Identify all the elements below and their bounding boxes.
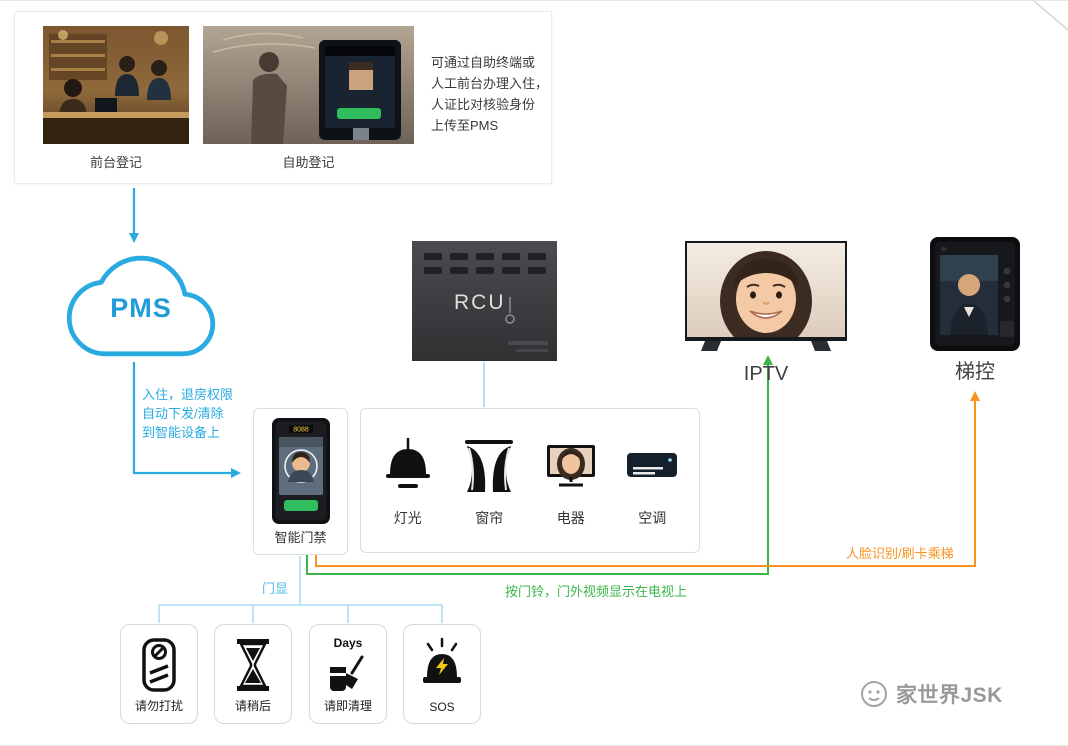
doorbell-note: 按门铃，门外视频显示在电视上 [505,584,688,599]
tv-frame [685,241,847,341]
pms-note-line: 自动下发/清除 [142,406,224,421]
hourglass-icon [237,639,269,691]
device-appliance: 电器 [535,434,607,528]
door-access-panel: 8088 智能门禁 [253,408,348,555]
pms-note: 入住，退房权限 自动下发/清除 到智能设备上 [142,385,233,442]
wait-label: 请稍后 [234,699,271,713]
air-conditioner-icon [626,434,678,498]
dnd-label: 请勿打扰 [134,699,183,713]
pms-note-line: 到智能设备上 [142,425,221,440]
registration-description-line: 人工前台办理入住， [431,76,549,91]
door-access-device-art: 8088 [272,418,330,524]
ac-label: 空调 [638,509,667,526]
iptv-label: IPTV [743,363,789,385]
appliance-tv-icon [545,434,597,498]
curtain-label: 窗帘 [475,509,504,526]
elevator-device-art [930,237,1020,351]
elevator-access-note: 人脸识别/刷卡乘梯 [846,546,954,561]
elevator-label: 梯控 [955,361,995,383]
rcu-label: RCU [454,291,506,314]
cloud-icon [66,255,216,357]
registration-description-line: 上传至PMS [431,118,499,133]
registration-description: 可通过自助终端或 人工前台办理入住， 人证比对核验身份 上传至PMS [431,52,553,136]
door-access-label: 智能门禁 [274,530,327,545]
card-do-not-disturb: 请勿打扰 [120,624,198,724]
kiosk-photo-art [203,26,414,144]
watermark: 家世界JSK [860,679,1003,709]
appliance-label: 电器 [556,509,585,526]
front-desk-photo-art [43,26,189,144]
siren-icon [423,637,461,683]
pms-cloud: PMS [60,251,222,361]
kiosk-label: 自助登记 [282,155,335,170]
pms-label: PMS [110,293,172,323]
cleaning-icon [330,655,364,691]
iptv-tv: IPTV [685,241,847,386]
device-curtain: 窗帘 [453,434,525,528]
kiosk-photo [203,26,414,144]
front-desk-photo [43,26,189,144]
registration-description-line: 人证比对核验身份 [431,97,536,112]
light-label: 灯光 [393,509,422,526]
elevator-control: 梯控 [930,237,1020,384]
light-icon [382,434,434,498]
pms-note-line: 入住，退房权限 [142,387,234,402]
registration-panel: 前台登记 自助登记 可通过自助终端或 人工前台办理入住， 人证比对核验身份 上传… [14,11,552,184]
rcu-device-art: RCU [412,241,557,361]
door-display-label: 门显 [262,581,289,596]
door-hanger-icon [142,638,176,692]
room-devices-panel: 灯光 窗帘 [360,408,700,553]
tv-screen-art [687,243,845,337]
card-wait: 请稍后 [214,624,292,724]
door-device-led-text: 8088 [293,427,309,434]
watermark-logo-icon [861,681,887,707]
device-ac: 空调 [616,434,688,528]
clean-days-text: Days [333,636,363,650]
card-sos: SOS [403,624,481,724]
door-access-device: 8088 [272,418,330,529]
sos-label: SOS [429,700,455,714]
device-light: 灯光 [372,434,444,528]
watermark-text: 家世界JSK [896,684,1003,707]
front-desk-label: 前台登记 [89,155,142,170]
clean-label: 请即清理 [323,699,372,713]
rcu-device: RCU [412,241,557,361]
tv-stand [701,341,831,351]
curtain-icon [463,434,515,498]
registration-description-line: 可通过自助终端或 [431,55,536,70]
card-clean: Days 请即清理 [309,624,387,724]
